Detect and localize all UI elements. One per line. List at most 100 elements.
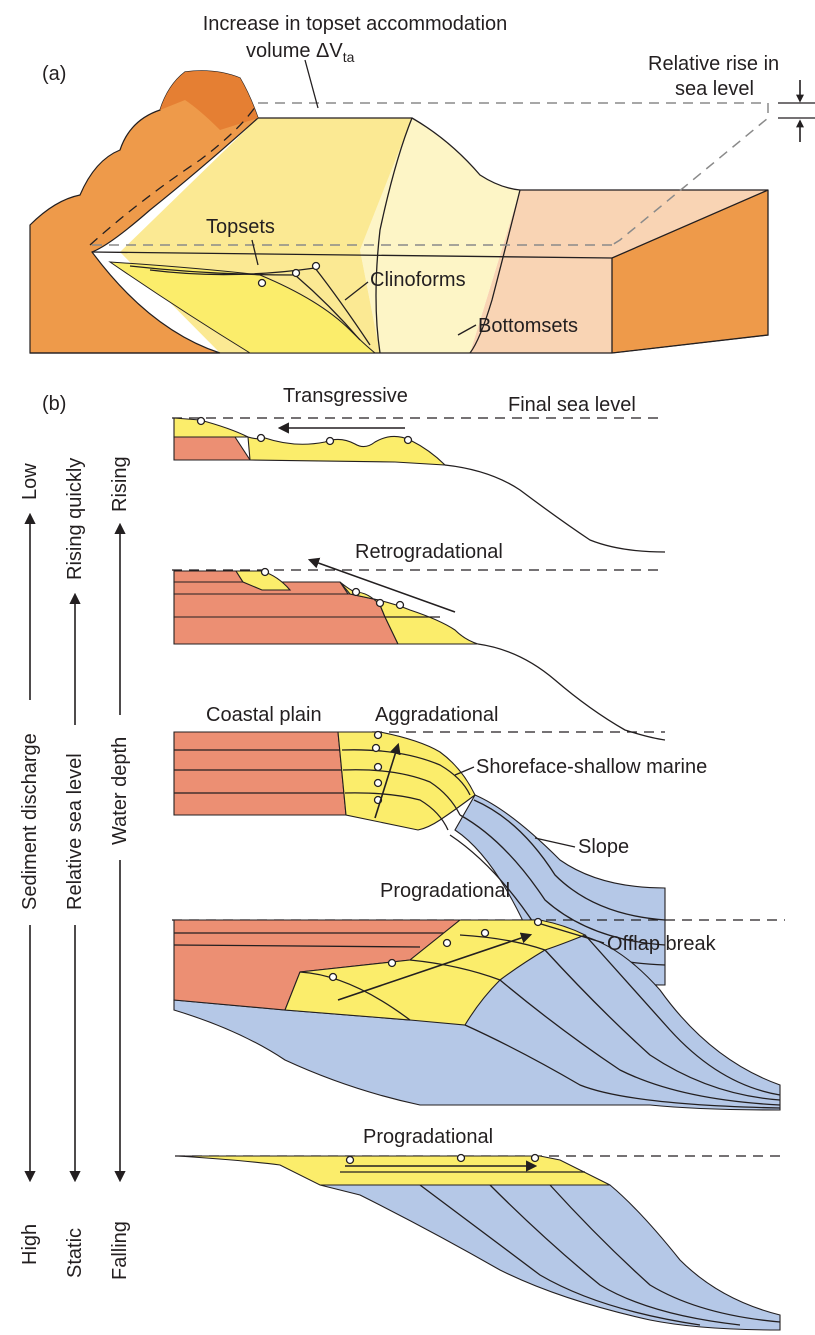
shoreline-dashed: [89, 102, 259, 246]
prog1-shore-line-1: [299, 971, 411, 1021]
offlap-dot-1: [257, 278, 267, 288]
transgressive-dot-2: [256, 433, 266, 443]
aggr-clino-2: [459, 814, 666, 946]
axis-sediment-title: Sediment discharge: [19, 733, 41, 910]
axis-sea-level-title: Relative sea level: [64, 753, 86, 910]
aggr-shoreface-line-3: [344, 792, 449, 831]
aggr-arrow: [374, 742, 401, 819]
sea-level-rise-label: Relative rise in: [648, 53, 779, 75]
clinoforms-label: Clinoforms: [370, 269, 466, 291]
transgressive-dot-1: [196, 416, 206, 426]
bottomset-zone: [470, 190, 768, 353]
clinoform-line-2: [149, 267, 371, 346]
clinoform-boundary-2: [469, 189, 521, 354]
prog2-dot-3: [530, 1153, 540, 1163]
transgressive-old-shoreface: [173, 417, 249, 438]
aggr-dot-4: [373, 778, 383, 788]
prog2-clino-3: [549, 1184, 781, 1323]
progradational-1-label: Progradational: [380, 880, 510, 902]
prog2-dot-2: [456, 1153, 466, 1163]
topsets-leader: [251, 239, 259, 266]
prog1-dot-2: [387, 958, 397, 968]
axis-water-depth-top: Rising: [109, 456, 131, 512]
prog1-clino-4: [584, 934, 781, 1096]
prog1-arrow: [337, 932, 533, 1001]
axis-water-depth-bottom: Falling: [109, 1221, 131, 1280]
panel-b: (b) Low Sediment discharge High Rising q…: [19, 385, 785, 1331]
retro-dot-1: [260, 567, 270, 577]
clinoform-wedge: [108, 261, 377, 354]
axis-sediment-bottom: High: [19, 1224, 41, 1265]
final-sea-level-dashed-side: [611, 103, 769, 246]
axis-sea-level-bottom: Static: [64, 1228, 86, 1278]
prog2-clino-1: [419, 1184, 701, 1326]
aggr-clino-1: [473, 799, 666, 921]
slope-leader: [534, 837, 576, 848]
prog1-dot-1: [328, 972, 338, 982]
transgressive-label: Transgressive: [283, 385, 408, 407]
section-progradational-2: Progradational: [175, 1126, 781, 1331]
panel-a: (a) Increase in topset accommodation vol…: [29, 13, 815, 354]
aggradational-slope-body: [454, 794, 666, 986]
aggr-shoreface-line-1: [341, 749, 471, 796]
retrogradational-label: Retrogradational: [355, 541, 503, 563]
aggradational-label: Aggradational: [375, 704, 498, 726]
prog1-dot-4: [480, 928, 490, 938]
axis-water-depth: Rising Water depth Falling: [109, 456, 131, 1280]
section-progradational-1: Progradational Offlap break: [172, 880, 785, 1111]
axis-sediment-top: Low: [19, 463, 41, 500]
retro-dot-3: [375, 598, 385, 608]
transgressive-slope-profile: [444, 464, 666, 553]
axis-water-depth-title: Water depth: [109, 737, 131, 845]
prog2-slope-body: [319, 1184, 781, 1331]
retro-dot-4: [395, 600, 405, 610]
prog1-clino-3: [544, 949, 781, 1101]
retro-red-4: [173, 616, 399, 645]
hill-shadow: [160, 70, 258, 130]
accommodation-volume-label: volume ΔVta: [246, 40, 355, 65]
aggr-shoreface-line-2: [342, 769, 461, 816]
prog1-clino-2: [499, 979, 781, 1106]
axis-sediment-discharge: Low Sediment discharge High: [19, 463, 41, 1265]
aggr-dot-3: [373, 762, 383, 772]
topsets-label: Topsets: [206, 216, 275, 238]
prog1-bed-2: [173, 944, 421, 948]
retro-red-1: [173, 570, 245, 583]
clinoforms-leader: [344, 281, 369, 301]
prog1-shore-line-2: [409, 959, 501, 981]
slope-label: Slope: [578, 836, 629, 858]
aggr-shoreface: [337, 731, 476, 831]
axis-sea-level-top: Rising quickly: [64, 458, 86, 580]
prog1-shore-line-3: [459, 934, 546, 951]
coastal-plain-label: Coastal plain: [206, 704, 322, 726]
aggr-coastal-plain: [173, 731, 347, 816]
axis-relative-sea-level: Rising quickly Relative sea level Static: [64, 458, 86, 1278]
clinoform-boundary-1: [375, 117, 413, 354]
section-aggradational: Coastal plain Aggradational Shoreface-sh…: [173, 704, 707, 986]
shoreface-leader: [454, 766, 475, 776]
panel-a-label: (a): [42, 63, 66, 85]
transgressive-dot-4: [403, 435, 413, 445]
section-transgressive: Transgressive Final sea level: [172, 385, 666, 553]
transgressive-shoreface: [247, 435, 447, 466]
retro-slope-profile: [477, 643, 666, 741]
sea-level-rise-label-2: sea level: [675, 78, 754, 100]
accommodation-leader: [304, 59, 319, 109]
bottomsets-label: Bottomsets: [478, 315, 578, 337]
prog2-shoreface: [177, 1155, 611, 1186]
seafloor-profile: [258, 117, 768, 191]
prog2-clino-2: [489, 1184, 741, 1326]
shoreface-label: Shoreface-shallow marine: [476, 756, 707, 778]
retro-arrow: [307, 557, 456, 613]
progradational-2-label: Progradational: [363, 1126, 493, 1148]
clinoform-line-1: [129, 265, 361, 341]
final-sea-level-label: Final sea level: [508, 394, 636, 416]
offlap-dot-3: [311, 261, 321, 271]
prog1-dot-3: [442, 938, 452, 948]
offlap-break-label: Offlap break: [607, 933, 717, 955]
retro-red-3: [173, 593, 386, 618]
prog1-clino-1: [464, 1024, 781, 1109]
prog2-dot-1: [345, 1155, 355, 1165]
accommodation-title: Increase in topset accommodation: [203, 13, 508, 35]
